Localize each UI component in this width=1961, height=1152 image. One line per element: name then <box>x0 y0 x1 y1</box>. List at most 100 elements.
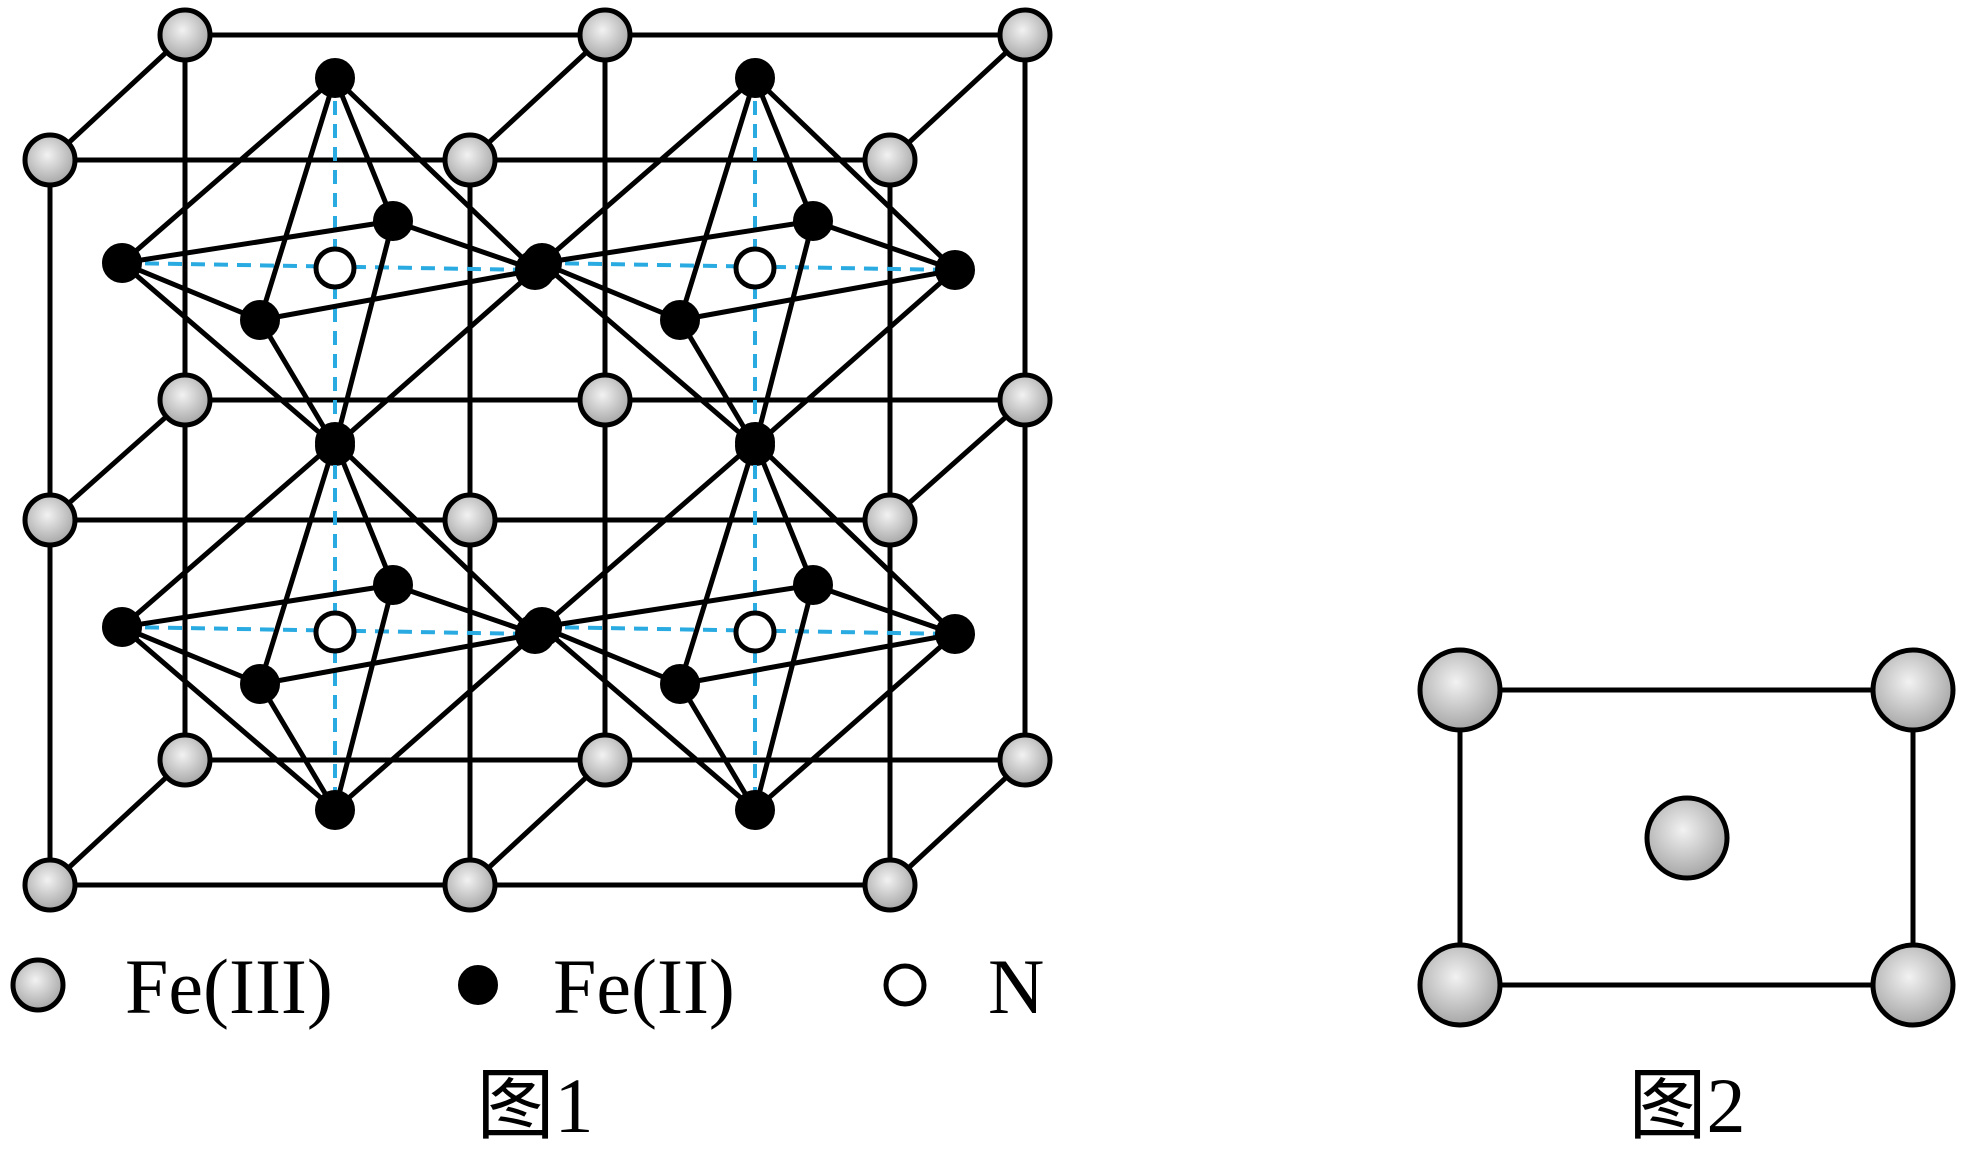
fe2-atom <box>935 250 975 290</box>
octahedron-edge <box>257 317 338 449</box>
octahedron-edge <box>257 267 538 323</box>
octahedron-edge <box>752 439 816 588</box>
octahedron-edge <box>119 218 396 266</box>
octahedron-edge <box>752 75 958 273</box>
legend-fe2-swatch <box>458 965 498 1005</box>
n-atom <box>313 246 357 290</box>
octahedron-edge <box>257 631 538 687</box>
octahedron-edge <box>119 624 338 813</box>
fe2-atom <box>935 614 975 654</box>
octahedron-edge <box>332 75 538 273</box>
octahedron-edge <box>119 75 338 266</box>
octahedron-edge <box>539 260 758 449</box>
fe3-atom <box>442 492 498 548</box>
fe2-atom <box>660 664 700 704</box>
fe3-atom <box>442 857 498 913</box>
figure1-caption: 图1 <box>476 1062 593 1149</box>
octahedron-edge <box>539 624 758 813</box>
fe3-atom <box>1870 647 1956 733</box>
octahedron-edge <box>257 681 338 813</box>
fe2-atom <box>522 243 562 283</box>
legend-fe3-label: Fe(III) <box>125 943 333 1030</box>
legend-n-label: N <box>988 943 1044 1030</box>
octahedron-edge <box>539 624 683 687</box>
fe2-atom <box>102 607 142 647</box>
fe3-atom <box>22 132 78 188</box>
octahedron-edge <box>752 439 958 637</box>
fe3-atom <box>997 732 1053 788</box>
octahedron-edge <box>539 582 816 630</box>
fe2-atom <box>660 300 700 340</box>
octahedron-edge <box>332 218 396 449</box>
fe3-atom <box>862 857 918 913</box>
fe2-atom <box>522 607 562 647</box>
fe3-atom <box>997 372 1053 428</box>
octahedron-edge <box>332 439 538 637</box>
legend-fe2-label: Fe(II) <box>553 943 735 1030</box>
fe2-atom <box>373 565 413 605</box>
octahedron-edge <box>677 267 958 323</box>
fe2-atom <box>315 790 355 830</box>
fe3-atom <box>997 7 1053 63</box>
fe3-atom <box>157 7 213 63</box>
fe3-atom <box>577 372 633 428</box>
legend-fe3-swatch <box>10 957 66 1013</box>
face-edges <box>1457 687 1916 988</box>
fe3-atom <box>22 857 78 913</box>
n-atom <box>733 610 777 654</box>
fe2-atom <box>102 243 142 283</box>
octahedron-edge <box>539 260 683 323</box>
octahedron-edge <box>752 218 816 449</box>
fe3-atom <box>22 492 78 548</box>
fe2-atom <box>240 300 280 340</box>
figure2-caption: 图2 <box>1628 1062 1745 1149</box>
fe2-atom <box>735 58 775 98</box>
octahedron-edge <box>810 582 958 637</box>
octahedron-edge <box>752 631 958 813</box>
octahedron-edge <box>677 317 758 449</box>
fe3-atom-face-center <box>1644 795 1730 881</box>
fe2-atom <box>735 790 775 830</box>
fe3-atom <box>1417 942 1503 1028</box>
fe3-atom <box>577 732 633 788</box>
figure1-unit-cell: Fe(III) Fe(II) N 图1 <box>10 7 1053 1149</box>
fe2-atom <box>315 58 355 98</box>
fe3-atom <box>157 732 213 788</box>
octahedron-edge <box>677 439 758 687</box>
octahedron-edge <box>257 439 338 687</box>
fe2-atom <box>240 664 280 704</box>
fe3-atom <box>1417 647 1503 733</box>
octahedron-edge <box>119 439 338 630</box>
octahedron-edge <box>539 75 758 266</box>
fe3-atom <box>442 132 498 188</box>
fe2-atom <box>315 422 355 462</box>
octahedron-edge <box>332 267 538 449</box>
octahedron-edge <box>119 260 263 323</box>
fe3-atom <box>1870 942 1956 1028</box>
fe2-atom <box>793 565 833 605</box>
octahedron-edge <box>810 218 958 273</box>
octahedron-edge <box>677 681 758 813</box>
octahedron-edge <box>539 439 758 630</box>
legend-n-swatch <box>883 963 927 1007</box>
octahedron-edge <box>752 75 816 224</box>
octahedron-edge <box>390 582 538 637</box>
octahedron-edge <box>332 631 538 813</box>
octahedron-edge <box>752 582 816 813</box>
octahedron-edge <box>390 218 538 273</box>
n-atom <box>733 246 777 290</box>
figure2-face: 图2 <box>1417 647 1956 1149</box>
fe3-atom <box>862 492 918 548</box>
octahedra-layer <box>102 58 975 830</box>
fe3-atom <box>577 7 633 63</box>
octahedron-edge <box>119 582 396 630</box>
octahedron-edge <box>332 582 396 813</box>
fe3-atoms <box>22 7 1053 913</box>
fe2-atom <box>735 422 775 462</box>
octahedron-edge <box>119 624 263 687</box>
fe2-atom <box>373 201 413 241</box>
octahedron-edge <box>257 75 338 323</box>
octahedron-edge <box>677 631 958 687</box>
fe3-atom <box>157 372 213 428</box>
